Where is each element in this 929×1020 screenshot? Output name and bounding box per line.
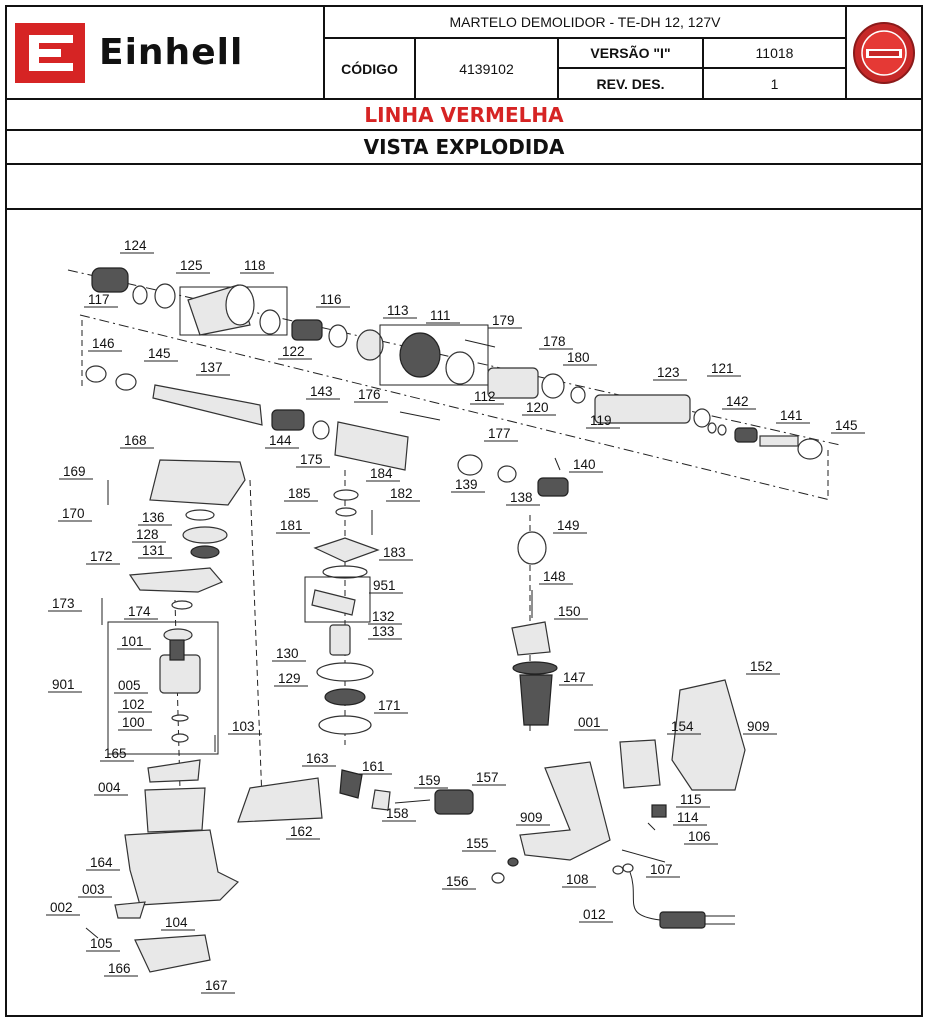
upper-assembly (85, 267, 823, 497)
part-label-152: 152 (750, 659, 773, 674)
part-label-138: 138 (510, 490, 533, 505)
part-label-168: 168 (124, 433, 147, 448)
part-label-004: 004 (98, 780, 121, 795)
part-label-171: 171 (378, 698, 401, 713)
part-label-184: 184 (370, 466, 393, 481)
part-label-114: 114 (677, 810, 699, 825)
part-label-136: 136 (142, 510, 165, 525)
part-label-125: 125 (180, 258, 203, 273)
part-label-142: 142 (726, 394, 749, 409)
handle-assembly (491, 679, 746, 929)
part-label-001: 001 (578, 715, 601, 730)
part-label-146: 146 (92, 336, 115, 351)
part-label-141: 141 (780, 408, 803, 423)
part-label-150: 150 (558, 604, 581, 619)
part-label-158: 158 (386, 806, 409, 821)
part-label-145: 145 (835, 418, 858, 433)
part-label-174: 174 (128, 604, 151, 619)
part-label-139: 139 (455, 477, 478, 492)
part-label-157: 157 (476, 770, 499, 785)
part-label-105: 105 (90, 936, 113, 951)
part-label-170: 170 (62, 506, 85, 521)
part-label-167: 167 (205, 978, 228, 993)
part-label-172: 172 (90, 549, 113, 564)
part-label-166: 166 (108, 961, 131, 976)
part-label-129: 129 (278, 671, 301, 686)
part-label-131: 131 (142, 543, 165, 558)
part-label-130: 130 (276, 646, 299, 661)
part-label-149: 149 (557, 518, 580, 533)
part-label-117: 117 (88, 292, 110, 307)
part-label-112: 112 (474, 389, 496, 404)
part-label-003: 003 (82, 882, 105, 897)
part-label-103: 103 (232, 719, 255, 734)
part-label-101: 101 (121, 634, 144, 649)
part-label-154: 154 (671, 719, 694, 734)
part-label-005: 005 (118, 678, 141, 693)
part-label-002: 002 (50, 900, 73, 915)
part-label-175: 175 (300, 452, 323, 467)
part-label-106: 106 (688, 829, 711, 844)
part-label-107: 107 (650, 862, 673, 877)
part-label-128: 128 (136, 527, 159, 542)
side-handle-assembly (511, 531, 558, 726)
part-label-901: 901 (52, 677, 75, 692)
part-label-132: 132 (372, 609, 395, 624)
part-label-116: 116 (320, 292, 342, 307)
part-label-115: 115 (680, 792, 702, 807)
blank-row (5, 163, 923, 210)
part-label-951: 951 (373, 578, 396, 593)
part-label-111: 111 (430, 308, 451, 323)
part-label-181: 181 (280, 518, 303, 533)
part-label-162: 162 (290, 824, 313, 839)
brand-name: Einhell (99, 32, 244, 73)
part-label-182: 182 (390, 486, 413, 501)
einhell-e-logo-icon (15, 22, 85, 83)
part-label-178: 178 (543, 334, 566, 349)
part-label-177: 177 (488, 426, 511, 441)
part-label-143: 143 (310, 384, 333, 399)
part-label-155: 155 (466, 836, 489, 851)
part-label-133: 133 (372, 624, 395, 639)
part-label-121: 121 (711, 361, 734, 376)
part-label-102: 102 (122, 697, 145, 712)
part-label-147: 147 (563, 670, 586, 685)
part-label-140: 140 (573, 457, 596, 472)
part-label-119: 119 (590, 413, 612, 428)
part-label-120: 120 (526, 400, 549, 415)
part-label-164: 164 (90, 855, 113, 870)
part-label-165: 165 (104, 746, 127, 761)
part-label-180: 180 (567, 350, 590, 365)
part-label-108: 108 (566, 872, 589, 887)
part-label-118: 118 (244, 258, 266, 273)
part-label-179: 179 (492, 313, 515, 328)
part-label-137: 137 (200, 360, 223, 375)
part-label-100: 100 (122, 715, 145, 730)
part-label-145: 145 (148, 346, 171, 361)
part-label-909: 909 (520, 810, 543, 825)
part-label-144: 144 (269, 433, 292, 448)
part-label-124: 124 (124, 238, 147, 253)
part-label-159: 159 (418, 773, 441, 788)
part-label-169: 169 (63, 464, 86, 479)
center-assembly (237, 489, 474, 823)
part-label-156: 156 (446, 874, 469, 889)
part-label-173: 173 (52, 596, 75, 611)
part-label-161: 161 (362, 759, 385, 774)
part-label-148: 148 (543, 569, 566, 584)
part-label-123: 123 (657, 365, 680, 380)
part-label-163: 163 (306, 751, 329, 766)
part-label-012: 012 (583, 907, 606, 922)
part-label-185: 185 (288, 486, 311, 501)
part-label-909: 909 (747, 719, 770, 734)
part-label-122: 122 (282, 344, 305, 359)
part-label-104: 104 (165, 915, 188, 930)
part-label-176: 176 (358, 387, 381, 402)
part-label-113: 113 (387, 303, 409, 318)
gear-housing-assembly (85, 459, 246, 973)
service-seal-icon (853, 21, 915, 84)
part-label-183: 183 (383, 545, 406, 560)
